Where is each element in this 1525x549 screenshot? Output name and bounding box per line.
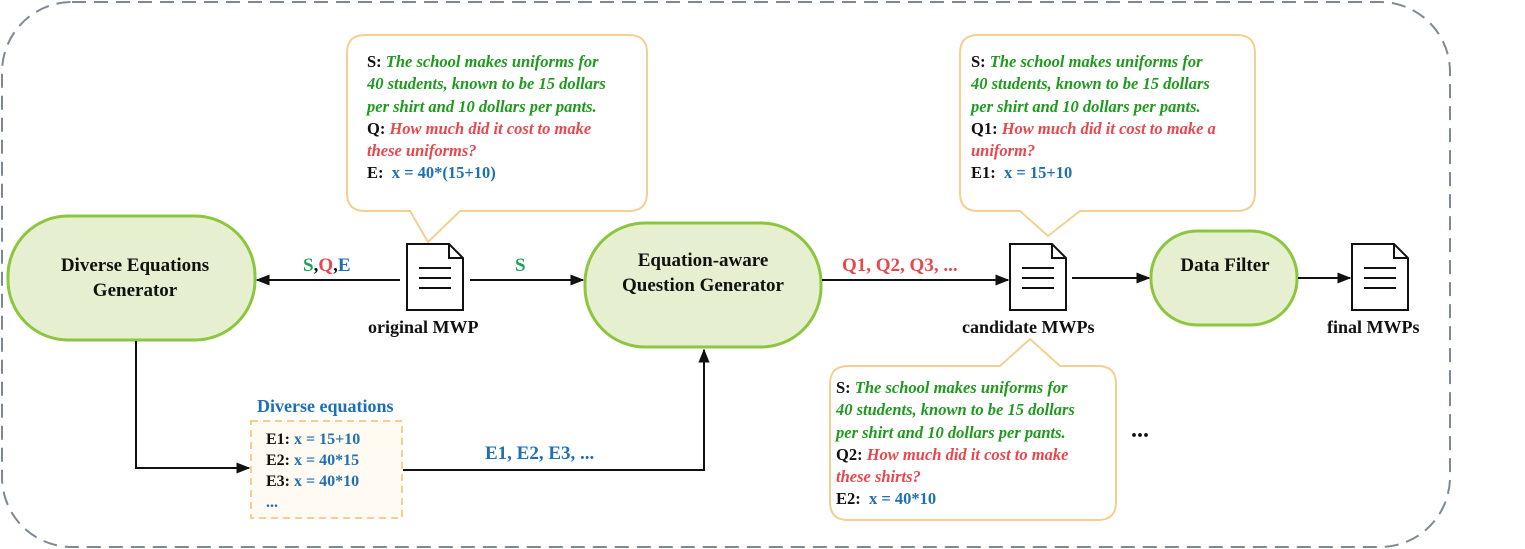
q-label: Q2: [836, 444, 863, 464]
callout-row: S: The school makes uniforms for [367, 51, 606, 73]
question-text: these shirts? [836, 467, 921, 487]
equation-text: x = 15+10 [1004, 163, 1073, 183]
candidate-mwps-document-icon [1009, 243, 1067, 311]
q-label: Q1: [971, 118, 998, 138]
callout-row: Q2: How much did it cost to make [836, 444, 1075, 466]
equation-item: E2: x = 40*15 [266, 450, 360, 471]
callout-row: S: The school makes uniforms for [971, 51, 1216, 73]
original-mwp-label: original MWP [368, 317, 479, 337]
s-label: S: [367, 52, 382, 71]
question-text: How much did it cost to make a [1001, 118, 1216, 138]
callout-row: S: The school makes uniforms for [836, 377, 1075, 399]
situation-text: per shirt and 10 dollars per pants. [836, 422, 1066, 442]
diverse-equations-generator-node [6, 214, 257, 342]
arrow-generator-to-diverse-equations [135, 341, 251, 474]
situation-text: 40 students, known to be 15 dollars [367, 74, 606, 94]
s-label: S: [836, 378, 851, 397]
equation-label: E1: [266, 431, 290, 448]
equation-text: x = 40*10 [869, 489, 937, 509]
situation-text: 40 students, known to be 15 dollars [971, 74, 1210, 94]
edge-label-s-only: S [515, 255, 526, 276]
equation-value: x = 15+10 [294, 431, 361, 448]
edge-label-equations: E1, E2, E3, ... [485, 443, 595, 464]
question-text: How much did it cost to make [389, 118, 592, 138]
question-text: these uniforms? [367, 141, 477, 161]
s-label: S: [971, 52, 986, 71]
original-mwp-document-icon [406, 243, 464, 311]
equation-item: E1: x = 15+10 [266, 429, 360, 450]
e-label: E1: [971, 163, 996, 183]
q-label: Q: [367, 118, 386, 138]
candidate-mwps-label: candidate MWPs [962, 317, 1095, 337]
edge-label-e: E [337, 255, 351, 276]
e-label: E: [367, 163, 384, 183]
callout-candidate2-text: S: The school makes uniforms for 40 stud… [836, 377, 1075, 511]
equation-item: E3: x = 40*10 [266, 471, 360, 492]
callout-candidate1-text: S: The school makes uniforms for 40 stud… [971, 51, 1216, 185]
edge-label-s: S [303, 255, 314, 276]
callout-row: Q1: How much did it cost to make a [971, 118, 1216, 140]
edge-label-sqe: S,Q,E [303, 256, 351, 275]
situation-text: The school makes uniforms for [989, 52, 1203, 71]
question-text: How much did it cost to make [866, 444, 1069, 464]
diverse-equations-generator-label: Diverse Equations Generator [60, 255, 210, 301]
callout-row: E2: x = 40*10 [836, 488, 1075, 510]
edge-label-comma: , [313, 255, 319, 276]
callout-row: E1: x = 15+10 [971, 162, 1216, 184]
question-generator-label: Equation-aware Question Generator [621, 250, 784, 296]
callout-original-bubble [346, 34, 648, 244]
situation-text: per shirt and 10 dollars per pants. [971, 96, 1201, 116]
diverse-equations-title: Diverse equations [257, 396, 394, 416]
arrow-diverse-equations-to-question-generator [403, 348, 710, 471]
equation-value: x = 40*10 [294, 473, 360, 490]
more-candidates-ellipsis: ... [1131, 417, 1149, 443]
equation-label: E2: [266, 452, 290, 469]
situation-text: The school makes uniforms for [385, 52, 599, 71]
edge-label-comma: , [333, 255, 338, 276]
final-mwps-document-icon [1351, 243, 1409, 311]
equation-more: ... [266, 494, 278, 511]
callout-original-text: S: The school makes uniforms for 40 stud… [367, 51, 606, 185]
callout-row: Q: How much did it cost to make [367, 118, 606, 140]
edge-label-questions: Q1, Q2, Q3, ... [842, 255, 958, 276]
callout-candidate1-bubble [959, 34, 1256, 238]
equation-aware-question-generator-node [583, 221, 823, 349]
callout-row: E: x = 40*(15+10) [367, 162, 606, 184]
situation-text: 40 students, known to be 15 dollars [836, 400, 1075, 420]
edge-label-q: Q [318, 255, 334, 276]
data-filter-label: Data Filter [1180, 255, 1270, 276]
outer-frame [1, 1, 1451, 548]
question-text: uniform? [971, 141, 1036, 161]
diverse-equations-box [250, 420, 403, 519]
callout-candidate2-bubble [829, 337, 1117, 521]
final-mwps-label: final MWPs [1327, 317, 1420, 337]
equation-label: E3: [266, 473, 290, 490]
situation-text: The school makes uniforms for [854, 378, 1068, 397]
equation-value: x = 40*15 [294, 452, 360, 469]
e-label: E2: [836, 489, 861, 509]
situation-text: per shirt and 10 dollars per pants. [367, 96, 597, 116]
data-filter-node [1149, 229, 1299, 327]
diverse-equations-list: E1: x = 15+10 E2: x = 40*15 E3: x = 40*1… [266, 429, 360, 513]
equation-text: x = 40*(15+10) [391, 163, 496, 183]
